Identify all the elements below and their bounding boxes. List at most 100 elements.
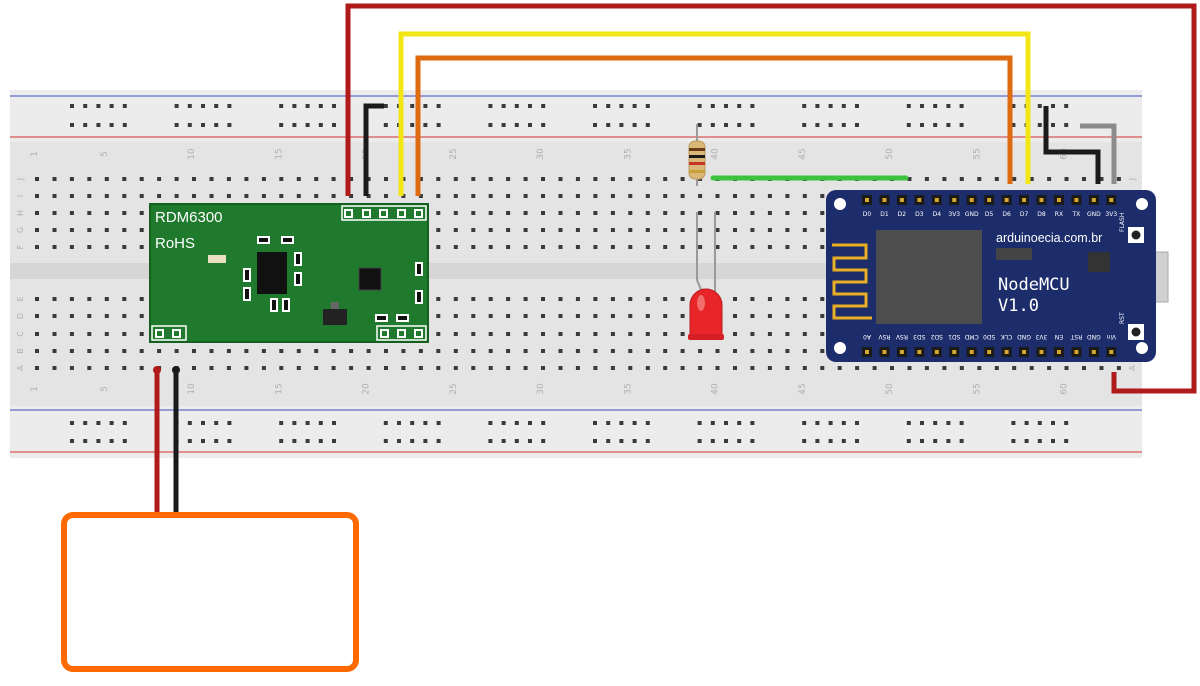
breadboard-hole (959, 177, 964, 181)
breadboard-hole (785, 297, 790, 301)
breadboard-hole (750, 245, 755, 249)
breadboard-hole (69, 297, 74, 301)
breadboard-hole (69, 194, 74, 198)
breadboard-hole (924, 366, 929, 370)
breadboard-hole (122, 177, 127, 181)
rail-hole (841, 123, 846, 127)
breadboard-hole (52, 194, 57, 198)
column-number: 5 (100, 386, 110, 392)
breadboard-hole (87, 211, 92, 215)
rail-hole (488, 123, 493, 127)
rail-hole (70, 421, 74, 425)
rail-hole (541, 123, 546, 127)
rail-hole (410, 123, 415, 127)
nodemcu-bottom-pin-label: EN (1055, 333, 1063, 340)
breadboard-hole (453, 228, 458, 232)
breadboard-hole (733, 228, 737, 232)
rdm6300-bottom-header (376, 325, 427, 341)
breadboard-hole (785, 366, 790, 370)
column-number: 40 (711, 383, 721, 395)
rail-hole (109, 421, 114, 425)
breadboard-hole (645, 194, 650, 198)
breadboard-hole (593, 297, 598, 301)
breadboard-hole (1082, 366, 1086, 370)
breadboard-hole (767, 194, 772, 198)
rail-hole (187, 421, 192, 425)
rail-hole (383, 123, 388, 127)
rail-hole (201, 123, 205, 127)
row-letter: E (16, 296, 25, 301)
row-letter: H (16, 210, 25, 216)
column-number: 55 (972, 148, 982, 159)
breadboard-hole (139, 194, 144, 198)
rdm6300-antenna-header (151, 325, 187, 341)
rdm6300-mcu-chip (358, 267, 382, 291)
breadboard-hole (802, 332, 807, 336)
breadboard-hole (104, 245, 109, 249)
rail-hole (710, 421, 715, 425)
breadboard-hole (575, 228, 580, 232)
breadboard-hole (733, 211, 737, 215)
breadboard-hole (349, 194, 354, 198)
wire-yellow-signal (398, 31, 1031, 196)
rail-hole (632, 421, 637, 425)
nodemcu-pin-pad (1004, 350, 1009, 354)
breadboard-hole (523, 194, 528, 198)
breadboard-hole (244, 349, 249, 353)
breadboard-hole (663, 194, 668, 198)
breadboard-hole (558, 177, 563, 181)
breadboard-hole (1064, 366, 1069, 370)
rail-hole (436, 123, 441, 127)
rail-hole (920, 104, 924, 108)
row-letter: G (16, 227, 25, 233)
column-number: 25 (449, 148, 459, 159)
breadboard-hole (785, 245, 790, 249)
breadboard-hole (767, 297, 772, 301)
breadboard-hole (471, 349, 476, 353)
breadboard-hole (35, 332, 39, 336)
breadboard-hole (174, 194, 179, 198)
rdm6300-rohs: RoHS (155, 235, 195, 252)
rdm6300-module: RDM6300 RoHS (149, 203, 429, 343)
breadboard-hole (680, 245, 685, 249)
breadboard-hole (506, 194, 511, 198)
rail-hole (1037, 421, 1042, 425)
nodemcu-pin-pad (1004, 198, 1009, 202)
rail-hole (619, 439, 624, 443)
column-number: 30 (536, 148, 546, 160)
breadboard-hole (436, 211, 441, 215)
breadboard-hole (750, 314, 755, 318)
breadboard-hole (523, 332, 528, 336)
breadboard-hole (541, 211, 545, 215)
wire-orange-signal (415, 55, 1013, 196)
rail-hole (305, 421, 310, 425)
rail-hole (227, 104, 232, 108)
breadboard-hole (767, 332, 772, 336)
rail-hole (109, 123, 114, 127)
breadboard-hole (558, 349, 563, 353)
rail-hole (933, 421, 938, 425)
breadboard-hole (698, 349, 703, 353)
breadboard-hole (628, 228, 633, 232)
rail-hole (96, 439, 101, 443)
breadboard-hole (575, 177, 580, 181)
rail-hole (710, 439, 715, 443)
breadboard-hole (802, 228, 807, 232)
rail-hole (802, 104, 807, 108)
breadboard-hole (994, 177, 999, 181)
breadboard-hole (488, 211, 493, 215)
row-letter: J (16, 178, 25, 181)
rail-hole (815, 439, 820, 443)
rail-hole (959, 421, 964, 425)
breadboard-hole (802, 194, 807, 198)
rail-hole (906, 104, 911, 108)
breadboard-hole (296, 194, 301, 198)
nodemcu-bottom-pin-label: A0 (863, 333, 871, 340)
breadboard-hole (296, 349, 301, 353)
breadboard-hole (174, 349, 179, 353)
breadboard-hole (35, 211, 39, 215)
rail-hole (514, 439, 519, 443)
breadboard-hole (35, 194, 39, 198)
